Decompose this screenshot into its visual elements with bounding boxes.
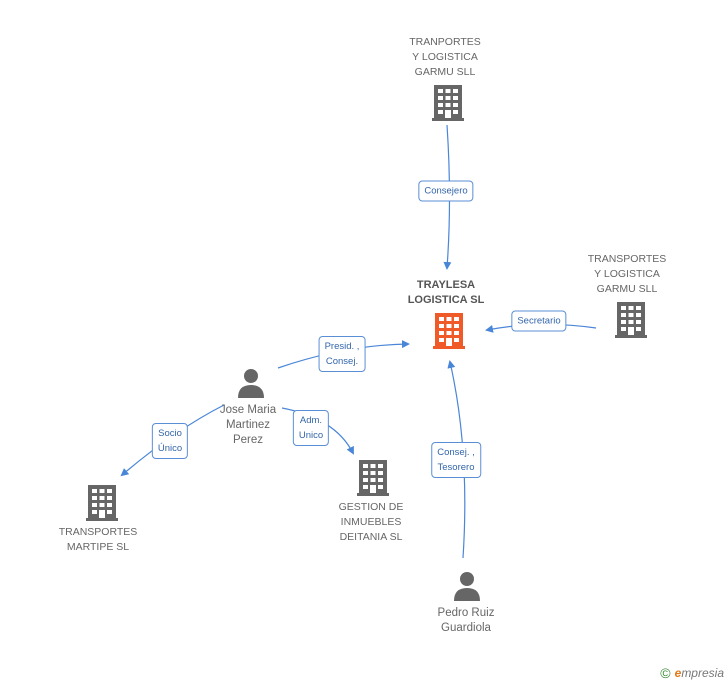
building-icon[interactable] (432, 85, 464, 121)
empresia-watermark: © empresia (660, 665, 724, 681)
copyright-icon: © (660, 665, 671, 681)
person-jose-label: Jose Maria Martinez Perez (219, 404, 277, 446)
person-icon[interactable] (452, 571, 482, 601)
edge-label-adm-unico[interactable]: Adm. Unico (292, 410, 330, 446)
building-icon[interactable] (86, 485, 118, 521)
left-company-label: TRANSPORTES MARTIPE SL (58, 526, 138, 553)
building-icon[interactable] (357, 460, 389, 496)
edge-label-consej-tesorero[interactable]: Consej. , Tesorero (431, 442, 481, 478)
brand-logo: empresia (674, 666, 724, 680)
building-icon[interactable] (615, 302, 647, 338)
person-icon[interactable] (236, 368, 266, 398)
gestion-company-label: GESTION DE INMUEBLES DEITANIA SL (338, 501, 404, 543)
top-company-label: TRANPORTES Y LOGISTICA GARMU SLL (409, 36, 481, 78)
edge-label-secretario[interactable]: Secretario (511, 310, 567, 332)
edge-label-consejero[interactable]: Consejero (418, 180, 474, 202)
building-icon-highlight[interactable] (433, 313, 465, 349)
edge-label-presid-consej[interactable]: Presid. , Consej. (318, 336, 366, 372)
person-pedro-label: Pedro Ruiz Guardiola (437, 607, 495, 634)
edge-label-socio-unico[interactable]: Socio Único (151, 423, 189, 459)
right-company-label: TRANSPORTES Y LOGISTICA GARMU SLL (587, 253, 667, 295)
center-company-label: TRAYLESA LOGISTICA SL (407, 279, 485, 306)
